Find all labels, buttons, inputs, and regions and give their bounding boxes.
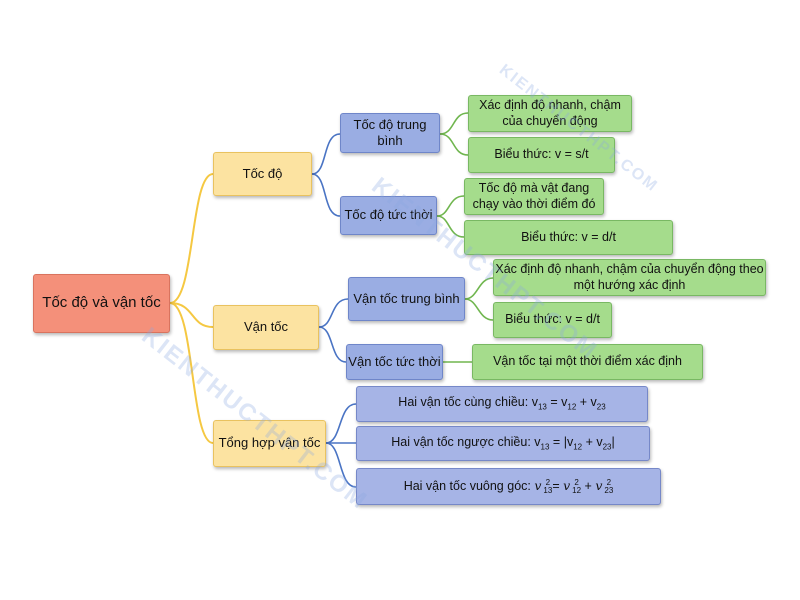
connector-tong-hop-vuong-goc bbox=[325, 442, 357, 488]
connector-root-van-toc bbox=[169, 302, 214, 328]
branch-tong-hop-van-toc-label: Tổng hợp vận tốc bbox=[218, 435, 321, 451]
leaf-xac-dinh-theo-huong-label: Xác định độ nhanh, chậm của chuyển động … bbox=[495, 261, 764, 292]
leaf-bieu-thuc-van-toc-trung-binh: Biểu thức: v = d/t bbox=[493, 302, 612, 338]
node-toc-do-trung-binh: Tốc độ trung bình bbox=[340, 113, 440, 153]
leaf-xac-dinh-theo-huong: Xác định độ nhanh, chậm của chuyển động … bbox=[493, 259, 766, 296]
leaf-bieu-thuc-toc-do-trung-binh-label: Biểu thức: v = s/t bbox=[494, 147, 589, 162]
node-toc-do-tuc-thoi-label: Tốc độ tức thời bbox=[344, 207, 433, 223]
leaf-bieu-thuc-van-toc-trung-binh-label: Biểu thức: v = d/t bbox=[505, 312, 600, 327]
node-van-toc-trung-binh: Vận tốc trung bình bbox=[348, 277, 465, 321]
node-van-toc-tuc-thoi-label: Vận tốc tức thời bbox=[348, 353, 441, 369]
leaf-van-toc-tai-thoi-diem-label: Vận tốc tại một thời điểm xác định bbox=[493, 354, 682, 369]
leaf-bieu-thuc-toc-do-tuc-thoi-label: Biểu thức: v = d/t bbox=[521, 229, 616, 244]
formula-nguoc-chieu: Hai vận tốc ngược chiều: v13 = |v12 + v2… bbox=[356, 426, 650, 461]
branch-van-toc: Vận tốc bbox=[213, 305, 319, 350]
leaf-bieu-thuc-toc-do-tuc-thoi: Biểu thức: v = d/t bbox=[464, 220, 673, 255]
connector-root-toc-do bbox=[169, 173, 214, 304]
node-van-toc-tuc-thoi: Vận tốc tức thời bbox=[346, 344, 443, 380]
leaf-toc-do-vao-thoi-diem: Tốc độ mà vật đang chạy vào thời điểm đó bbox=[464, 178, 604, 215]
branch-toc-do: Tốc độ bbox=[213, 152, 312, 196]
connector-leaf-6 bbox=[464, 298, 494, 321]
connector-toc-do-trung-binh bbox=[311, 133, 341, 175]
connector-van-toc-trung-binh bbox=[318, 298, 349, 328]
node-van-toc-trung-binh-label: Vận tốc trung bình bbox=[353, 290, 460, 306]
leaf-xac-dinh-do-nhanh-cham-label: Xác định độ nhanh, chậm của chuyển động bbox=[479, 97, 621, 128]
connector-van-toc-tuc-thoi bbox=[318, 326, 347, 363]
branch-toc-do-label: Tốc độ bbox=[242, 165, 283, 181]
formula-cung-chieu: Hai vận tốc cùng chiều: v13 = v12 + v23 bbox=[356, 386, 648, 422]
connector-toc-do-tuc-thoi bbox=[311, 173, 341, 217]
connector-leaf-2 bbox=[439, 133, 469, 156]
connector-tong-hop-cung-chieu bbox=[325, 403, 357, 444]
connector-leaf-5 bbox=[464, 277, 494, 300]
formula-cung-chieu-text: Hai vận tốc cùng chiều: v13 = v12 + v23 bbox=[398, 395, 606, 412]
connector-root-tong-hop bbox=[169, 302, 214, 444]
leaf-bieu-thuc-toc-do-trung-binh: Biểu thức: v = s/t bbox=[468, 137, 615, 173]
formula-nguoc-chieu-text: Hai vận tốc ngược chiều: v13 = |v12 + v2… bbox=[391, 434, 615, 452]
leaf-toc-do-vao-thoi-diem-label: Tốc độ mà vật đang chạy vào thời điểm đó bbox=[472, 180, 596, 211]
leaf-xac-dinh-do-nhanh-cham: Xác định độ nhanh, chậm của chuyển động bbox=[468, 95, 632, 132]
node-toc-do-tuc-thoi: Tốc độ tức thời bbox=[340, 196, 437, 235]
leaf-van-toc-tai-thoi-diem: Vận tốc tại một thời điểm xác định bbox=[472, 344, 703, 380]
connector-leaf-3 bbox=[436, 195, 465, 217]
connector-leaf-1 bbox=[439, 112, 469, 135]
root-node: Tốc độ và vận tốc bbox=[33, 274, 170, 333]
connector-leaf-4 bbox=[436, 215, 465, 238]
branch-van-toc-label: Vận tốc bbox=[243, 319, 289, 335]
branch-tong-hop-van-toc: Tổng hợp vận tốc bbox=[213, 420, 326, 467]
root-label: Tốc độ và vận tốc bbox=[42, 294, 161, 312]
node-toc-do-trung-binh-label: Tốc độ trung bình bbox=[353, 116, 427, 148]
